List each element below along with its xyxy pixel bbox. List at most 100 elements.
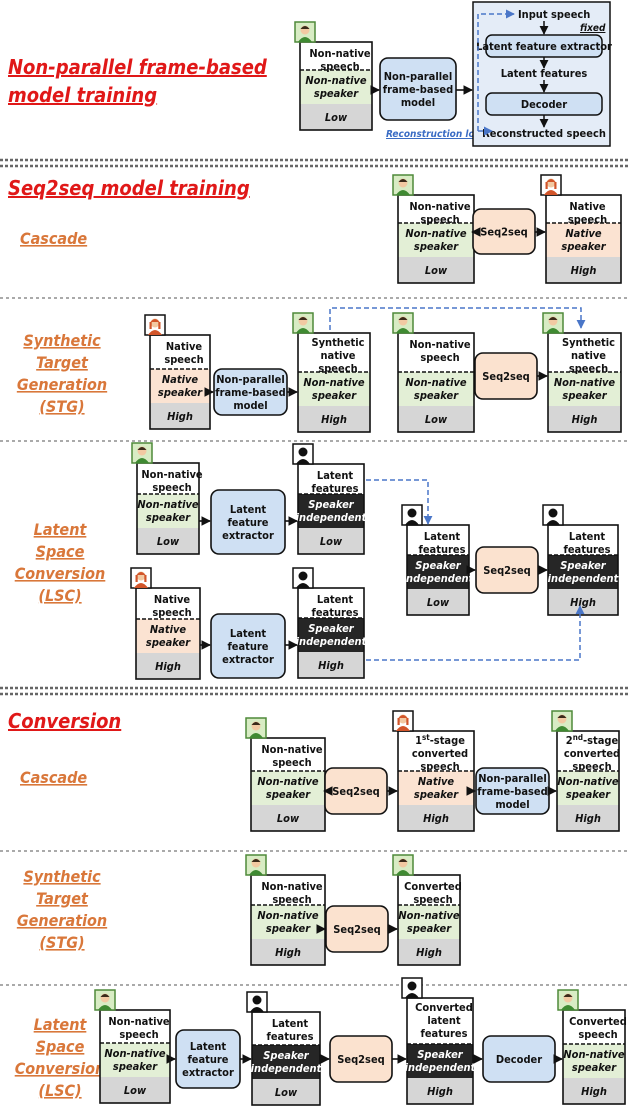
speaker-label: speaker: [572, 1061, 617, 1074]
box-title: features: [312, 606, 359, 619]
black-person-icon: [292, 567, 314, 589]
speaker-label: Non-native: [557, 775, 619, 788]
orange-person-icon: [392, 710, 414, 732]
box-title: features: [421, 1027, 468, 1040]
speaker-label: Native: [418, 775, 455, 788]
speaker-label: Non-native: [257, 909, 319, 922]
sub-label: Latent: [34, 1015, 88, 1034]
section-title-conversion: Conversion: [8, 709, 121, 733]
quality-label: High: [575, 812, 601, 825]
nonparallel-model-label: model: [495, 798, 529, 811]
speaker-label: speaker: [414, 389, 459, 402]
box-title: Synthetic: [562, 336, 615, 349]
box-title: speech: [320, 60, 359, 73]
box-title: Latent: [317, 469, 353, 482]
sub-label: Space: [36, 542, 85, 561]
box-title: Latent: [424, 530, 460, 543]
speaker-label: independent: [296, 635, 368, 648]
latent-feature-extractor-label: Latent: [190, 1040, 226, 1053]
sub-label: (LSC): [38, 1081, 81, 1100]
speaker-label: Speaker: [417, 1048, 464, 1061]
detail-reconstructed-speech: Reconstructed speech: [482, 127, 606, 140]
box-title: speech: [420, 351, 459, 364]
box-title: converted: [412, 747, 468, 760]
detail-input-speech: Input speech: [518, 8, 590, 21]
speaker-label: speaker: [561, 240, 606, 253]
section-title-nonparallel: model training: [8, 83, 157, 107]
quality-label: High: [318, 659, 344, 672]
seq2seq-block: Seq2seq: [474, 352, 538, 400]
box-title: speech: [318, 362, 357, 375]
quality-label: High: [155, 660, 181, 673]
orange-person-icon: [540, 174, 562, 196]
speaker-label: Speaker: [308, 622, 355, 635]
speaker-label: speaker: [566, 788, 611, 801]
box-title: features: [267, 1030, 314, 1043]
sub-label: Synthetic: [23, 867, 101, 886]
green-person-icon: [292, 312, 314, 334]
box-title: native: [571, 349, 606, 362]
speaker-label: speaker: [266, 922, 311, 935]
seq2seq-block-label: Seq2seq: [332, 785, 380, 798]
box-title: 2nd-stage: [566, 733, 619, 747]
speech-data-box: 1st-stageconvertedspeechNativespeakerHig…: [392, 710, 475, 832]
speaker-label: independent: [548, 572, 620, 585]
quality-label: High: [321, 413, 347, 426]
box-title: speech: [568, 213, 607, 226]
box-title: Native: [154, 593, 191, 606]
quality-label: High: [167, 410, 193, 423]
quality-label: High: [570, 596, 596, 609]
sub-label: Latent: [34, 520, 88, 539]
box-title: speech: [578, 1028, 617, 1041]
quality-label: High: [427, 1085, 453, 1098]
nonparallel-model-label: Non-parallel: [478, 772, 546, 785]
box-title: features: [312, 482, 359, 495]
quality-label: High: [572, 413, 598, 426]
sub-label: (STG): [39, 397, 84, 416]
quality-label: Low: [425, 264, 448, 277]
quality-label: Low: [425, 413, 448, 426]
orange-person-icon: [144, 314, 166, 336]
box-title: converted: [564, 747, 620, 760]
speaker-label: Native: [162, 373, 199, 386]
label-cascade-conversion: Cascade: [20, 768, 87, 787]
speaker-label: Native: [565, 227, 602, 240]
speaker-label: speaker: [146, 511, 191, 524]
box-title: features: [564, 543, 611, 556]
box-title: speech: [164, 353, 203, 366]
speaker-label: Native: [150, 623, 187, 636]
green-person-icon: [131, 442, 153, 464]
box-title: Non-native: [409, 200, 471, 213]
sub-label: Space: [36, 1037, 85, 1056]
box-title: speech: [272, 756, 311, 769]
speaker-label: speaker: [146, 636, 191, 649]
latent-feature-extractor-label: extractor: [222, 529, 274, 542]
speaker-label: Non-native: [554, 376, 616, 389]
box-title: Synthetic: [311, 336, 364, 349]
speech-data-box: 2nd-stageconvertedspeechNon-nativespeake…: [551, 710, 620, 832]
speaker-label: Speaker: [560, 559, 607, 572]
box-title: Non-native: [261, 880, 323, 893]
latent-feature-extractor-label: feature: [227, 640, 268, 653]
box-title: speech: [572, 760, 611, 773]
orange-person-icon: [130, 567, 152, 589]
speaker-label: speaker: [314, 87, 359, 100]
green-person-icon: [245, 717, 267, 739]
black-person-icon: [401, 504, 423, 526]
box-title: speech: [152, 481, 191, 494]
decoder-block-label: Decoder: [496, 1053, 542, 1066]
green-person-icon: [392, 312, 414, 334]
quality-label: Low: [277, 812, 300, 825]
speaker-label: Speaker: [308, 498, 355, 511]
seq2seq-block-label: Seq2seq: [480, 226, 528, 239]
